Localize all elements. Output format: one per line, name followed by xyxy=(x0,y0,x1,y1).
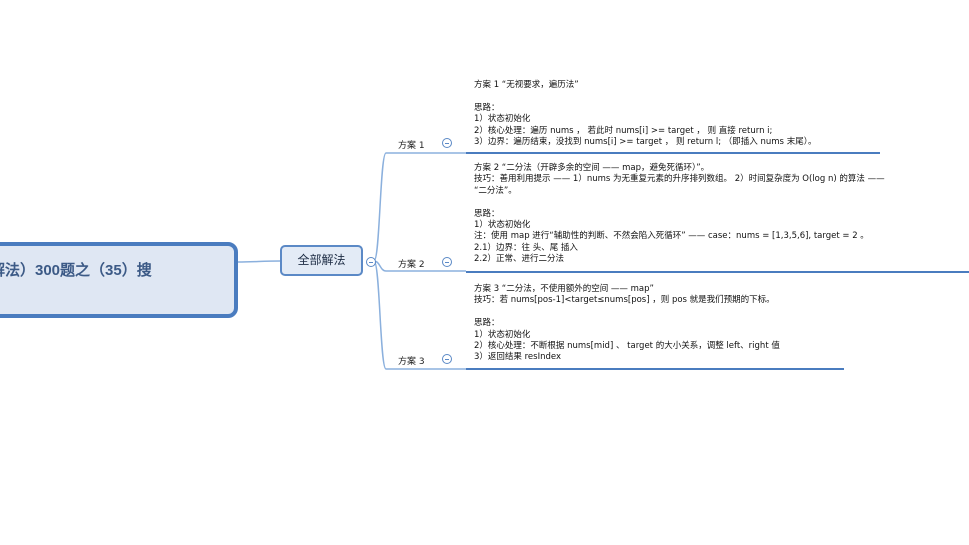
root-topic-node[interactable] xyxy=(0,242,238,318)
note-block-2: 方案 2 “二分法（开辟多余的空间 —— map，避免死循环）”。 技巧：善用利… xyxy=(474,163,885,266)
note-line: 2）核心处理：不断根据 nums[mid] 、 target 的大小关系，调整 … xyxy=(474,341,780,352)
note-line: 1）状态初始化 xyxy=(474,114,531,125)
note-line xyxy=(474,197,885,208)
note-line: 方案 3 “二分法，不使用额外的空间 —— map” xyxy=(474,284,654,294)
note-line: 2）核心处理：遍历 nums ， 若此时 nums[i] >= target ，… xyxy=(474,125,773,136)
note-line xyxy=(474,307,780,318)
note-block-3: 方案 3 “二分法，不使用额外的空间 —— map” 技巧：若 nums[pos… xyxy=(474,284,780,364)
connector-hub-branch-1 xyxy=(373,152,387,262)
note-line: 技巧：若 nums[pos-1]<target≤nums[pos] ，则 pos… xyxy=(474,295,775,306)
note-line: 思路： xyxy=(474,102,500,113)
note-line: 3）返回结果 resIndex xyxy=(474,352,561,363)
note-line xyxy=(474,91,816,102)
root-topic-text: 解法）300题之（35）搜 " xyxy=(0,260,230,305)
note-line: 2.1）边界：往 头、尾 插入 xyxy=(474,242,578,253)
note-line: 注：使用 map 进行“辅助性的判断、不然会陷入死循环” —— case：num… xyxy=(474,231,869,242)
note-line: 思路： xyxy=(474,318,500,329)
note-line: 方案 2 “二分法（开辟多余的空间 —— map，避免死循环）”。 xyxy=(474,163,710,173)
branch-label-3[interactable]: 方案 3 xyxy=(398,357,425,367)
note-line: 思路： xyxy=(474,208,500,219)
connector-hub-branch-3 xyxy=(373,260,387,370)
connector-root-hub xyxy=(237,260,281,263)
note-line: 技巧：善用利用提示 —— 1）nums 为无重复元素的升序排列数组。 2）时间复… xyxy=(474,174,885,185)
hub-topic-node[interactable]: 全部解法 xyxy=(280,245,363,276)
note-line: “二分法”。 xyxy=(474,185,517,196)
note-line: 1）状态初始化 xyxy=(474,220,531,231)
branch-label-1[interactable]: 方案 1 xyxy=(398,141,425,151)
hub-topic-label: 全部解法 xyxy=(297,253,346,267)
root-topic-line-2: " xyxy=(0,281,230,302)
note-block-1: 方案 1 “无视要求，遍历法” 思路： 1）状态初始化 2）核心处理：遍历 nu… xyxy=(474,80,816,148)
note-line: 方案 1 “无视要求，遍历法” xyxy=(474,80,579,90)
branch-label-2[interactable]: 方案 2 xyxy=(398,260,425,270)
collapse-toggle-icon[interactable] xyxy=(442,354,452,364)
collapse-toggle-icon[interactable] xyxy=(442,138,452,148)
note-line: 2.2）正常、进行二分法 xyxy=(474,254,565,265)
note-line: 3）边界：遍历结束，没找到 nums[i] >= target ， 则 retu… xyxy=(474,137,817,148)
collapse-toggle-icon[interactable] xyxy=(442,257,452,267)
note-line: 1）状态初始化 xyxy=(474,329,531,340)
collapse-toggle-icon[interactable] xyxy=(366,257,376,267)
root-topic-line-1: 解法）300题之（35）搜 xyxy=(0,262,152,279)
